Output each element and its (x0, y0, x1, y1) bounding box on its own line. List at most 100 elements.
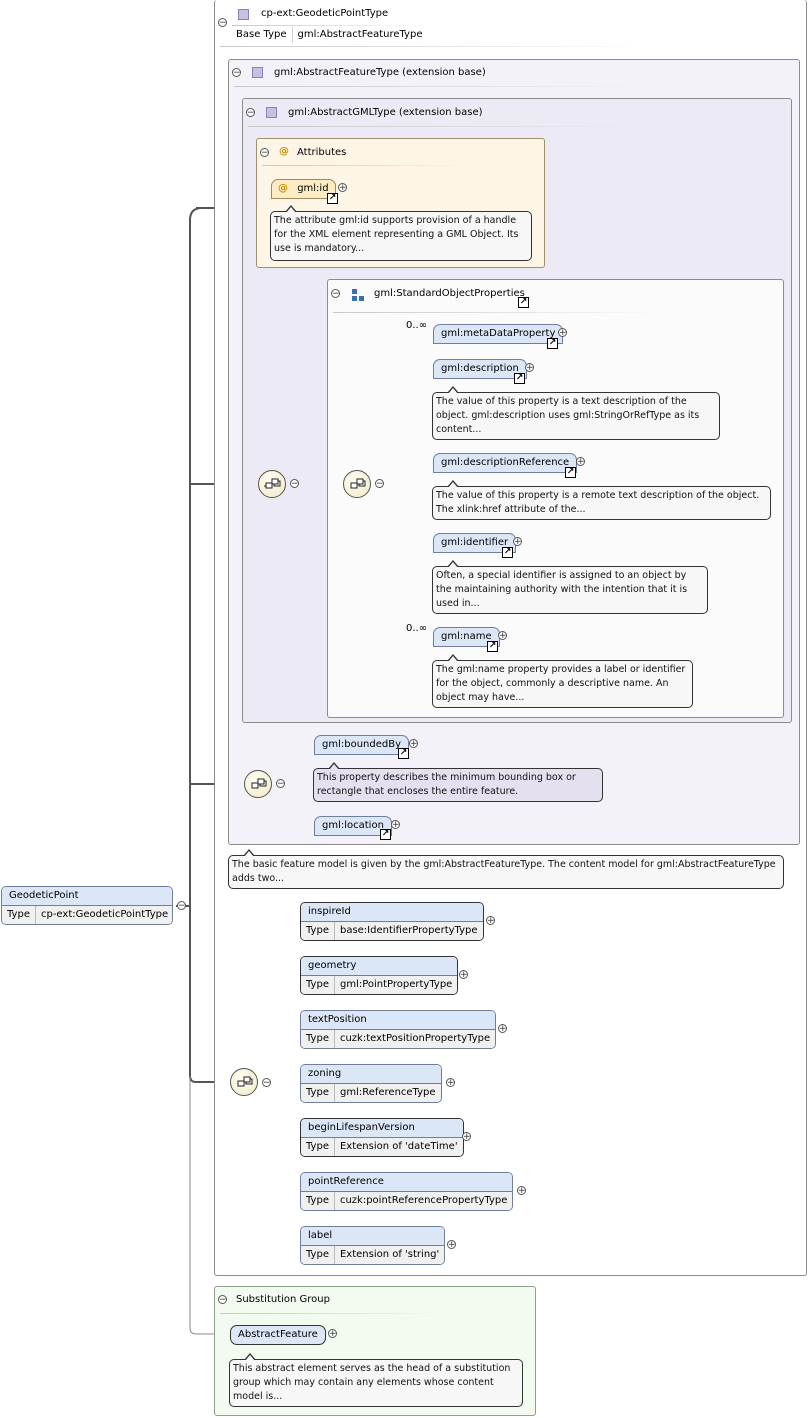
extension-title: gml:AbstractFeatureType (extension base) (274, 67, 486, 78)
element-name: gml:description (441, 363, 519, 374)
element-name: gml:descriptionReference (441, 457, 570, 468)
plus-circle-icon[interactable]: + (447, 1240, 456, 1250)
annotation-boundedby: This property describes the minimum boun… (313, 762, 603, 802)
element-name: gml:metaDataProperty (441, 328, 556, 339)
arrow-link-icon[interactable]: ↗ (547, 338, 558, 349)
element-name: GeodeticPoint (2, 887, 172, 906)
element-label[interactable]: label Type Extension of 'string' (300, 1226, 446, 1265)
type-label: Type (301, 1084, 335, 1102)
collapse-icon[interactable]: − (177, 901, 186, 911)
plus-circle-icon[interactable]: + (558, 328, 567, 338)
attribute-gml-id[interactable]: @ gml:id (271, 179, 336, 199)
annotation-abstractfeaturetype: The basic feature model is given by the … (228, 849, 784, 889)
sequence-compositor-icon[interactable] (244, 770, 272, 798)
annotation-name: The gml:name property provides a label o… (432, 654, 693, 708)
collapse-icon[interactable]: − (232, 68, 241, 78)
occurrence-label: 0..∞ (406, 623, 428, 634)
collapse-icon[interactable]: − (218, 18, 227, 28)
element-name: label (301, 1227, 445, 1246)
divider (220, 46, 650, 47)
attribute-name: gml:id (297, 183, 329, 194)
type-label: Type (2, 906, 36, 924)
element-metadataproperty[interactable]: gml:metaDataProperty (433, 324, 564, 344)
plus-circle-icon[interactable]: + (409, 739, 418, 749)
plus-circle-icon[interactable]: + (486, 916, 495, 926)
annotation-text: Often, a special identifier is assigned … (436, 570, 688, 609)
annotation-text: This abstract element serves as the head… (233, 1363, 511, 1402)
element-geodeticpoint[interactable]: GeodeticPoint Type cp-ext:GeodeticPointT… (1, 886, 173, 925)
arrow-link-icon[interactable]: ↗ (565, 467, 576, 478)
plus-circle-icon[interactable]: + (459, 970, 468, 980)
attribute-icon: @ (278, 183, 288, 194)
plus-circle-icon[interactable]: + (525, 363, 534, 373)
element-name: inspireId (301, 903, 483, 922)
element-descriptionreference[interactable]: gml:descriptionReference (433, 453, 578, 473)
sequence-compositor-icon[interactable] (343, 470, 371, 498)
element-boundedby[interactable]: gml:boundedBy (314, 735, 410, 755)
collapse-icon[interactable]: − (375, 479, 384, 489)
sequence-compositor-icon[interactable] (230, 1068, 258, 1096)
complex-type-icon (252, 67, 263, 78)
plus-circle-icon[interactable]: + (338, 183, 347, 193)
type-value: Extension of 'string' (339, 1249, 440, 1260)
arrow-link-icon[interactable]: ↗ (518, 297, 529, 308)
type-value: base:IdentifierPropertyType (339, 925, 478, 936)
type-value: cp-ext:GeodeticPointType (40, 909, 169, 920)
collapse-icon[interactable]: − (262, 1078, 271, 1088)
annotation-text: The gml:name property provides a label o… (436, 664, 686, 703)
arrow-link-icon[interactable]: ↗ (502, 547, 513, 558)
divider (262, 165, 472, 166)
plus-circle-icon[interactable]: + (328, 1329, 337, 1339)
collapse-icon[interactable]: − (260, 148, 269, 158)
attributes-title: Attributes (297, 147, 347, 158)
annotation-gml-id: The attribute gml:id supports provision … (270, 205, 532, 261)
element-name: pointReference (301, 1173, 513, 1192)
plus-circle-icon[interactable]: + (498, 1024, 507, 1034)
divider (248, 126, 658, 127)
arrow-link-icon[interactable]: ↗ (380, 829, 391, 840)
element-description[interactable]: gml:description (433, 359, 527, 379)
base-type-label: Base Type (231, 27, 293, 43)
plus-circle-icon[interactable]: + (517, 1186, 526, 1196)
element-inspireid[interactable]: inspireId Type base:IdentifierPropertyTyp… (300, 902, 484, 941)
type-label: Type (301, 922, 335, 940)
element-abstractfeature[interactable]: AbstractFeature (230, 1325, 326, 1345)
type-label: Type (301, 976, 335, 994)
annotation-text: This property describes the minimum boun… (317, 772, 576, 797)
collapse-icon[interactable]: − (290, 479, 299, 489)
type-label: Type (301, 1030, 335, 1048)
plus-circle-icon[interactable]: + (462, 1132, 471, 1142)
element-name: AbstractFeature (238, 1329, 318, 1340)
sequence-compositor-icon[interactable] (258, 470, 286, 498)
type-label: Type (301, 1138, 335, 1156)
arrow-link-icon[interactable]: ↗ (327, 193, 338, 204)
type-value: cuzk:textPositionPropertyType (339, 1033, 491, 1044)
substitution-group-title: Substitution Group (236, 1294, 330, 1305)
type-label: Type (301, 1246, 335, 1264)
complex-type-icon (266, 107, 277, 118)
plus-circle-icon[interactable]: + (446, 1078, 455, 1088)
plus-circle-icon[interactable]: + (498, 631, 507, 641)
collapse-icon[interactable]: − (218, 1295, 227, 1305)
collapse-icon[interactable]: − (276, 779, 285, 789)
arrow-link-icon[interactable]: ↗ (514, 373, 525, 384)
plus-circle-icon[interactable]: + (576, 457, 585, 467)
element-name: geometry (301, 957, 458, 976)
element-name: zoning (301, 1065, 441, 1084)
collapse-icon[interactable]: − (331, 289, 340, 299)
plus-circle-icon[interactable]: + (513, 537, 522, 547)
arrow-link-icon[interactable]: ↗ (487, 641, 498, 652)
extension-title: gml:AbstractGMLType (extension base) (288, 107, 483, 118)
divider (333, 312, 663, 313)
plus-circle-icon[interactable]: + (391, 820, 400, 830)
occurrence-label: 0..∞ (406, 320, 428, 331)
collapse-icon[interactable]: − (246, 108, 255, 118)
arrow-link-icon[interactable]: ↗ (398, 748, 409, 759)
complex-type-title: cp-ext:GeodeticPointType (261, 8, 389, 19)
element-name: gml:location (322, 820, 384, 831)
